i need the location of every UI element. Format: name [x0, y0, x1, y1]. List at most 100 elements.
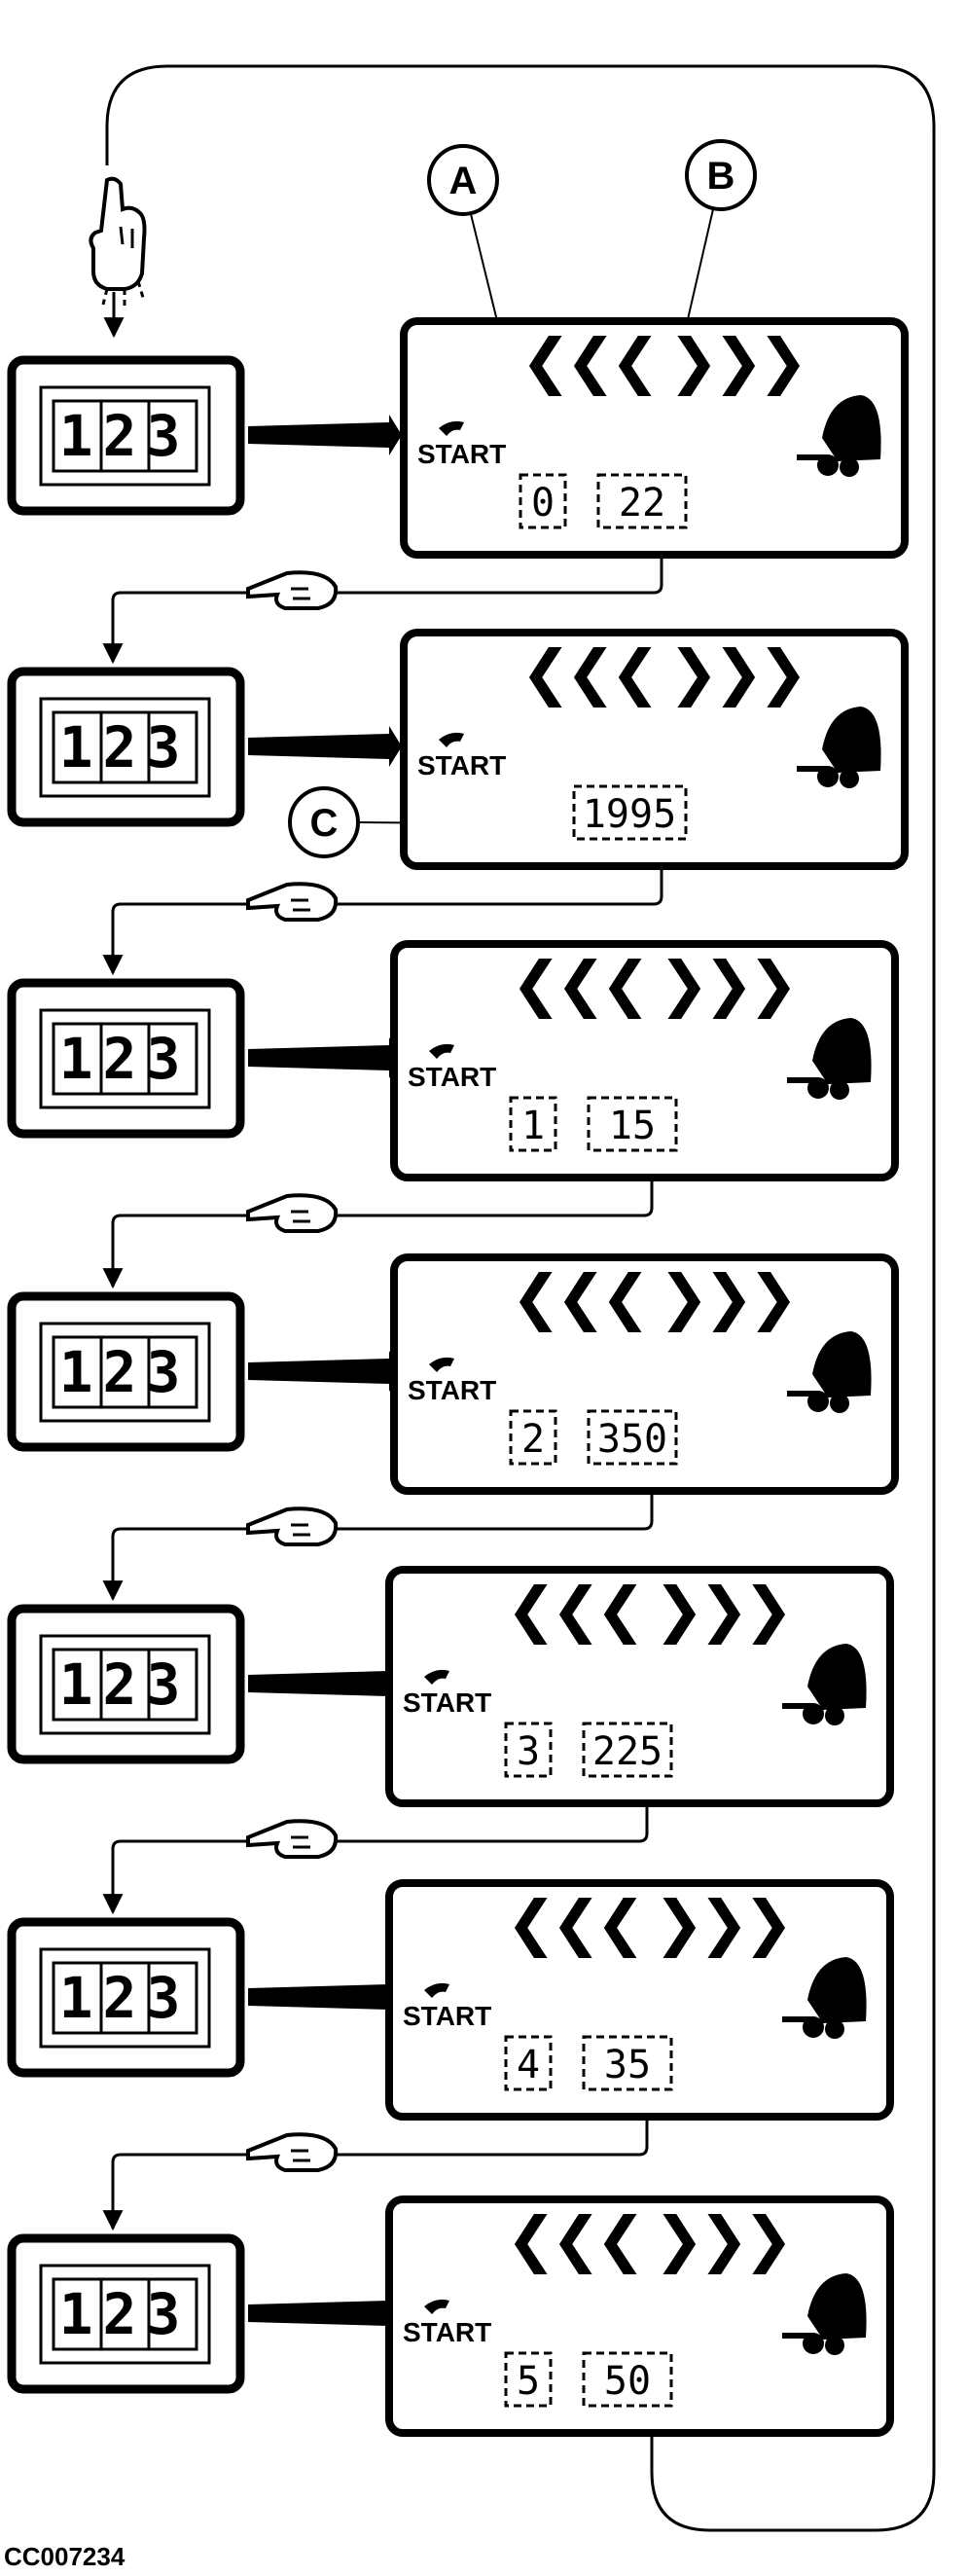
- start-hand-icon: [439, 420, 464, 436]
- pointing-hand-icon: [246, 570, 339, 610]
- loop-return-line: [105, 64, 936, 2532]
- dimmer-switch: 123: [7, 355, 245, 516]
- chevrons-right-icon: ❯❯❯: [654, 1887, 788, 1958]
- right-value-box: [582, 2035, 673, 2091]
- right-value: 22: [619, 481, 665, 526]
- baler-icon: [797, 395, 881, 477]
- dimmer-display-value: 123: [59, 2281, 191, 2347]
- step-connector: [102, 2121, 649, 2231]
- baler-icon: [782, 1957, 867, 2039]
- dimmer-display-value: 123: [59, 1965, 191, 2031]
- baler-icon: [787, 1331, 872, 1413]
- chevrons-right-icon: ❯❯❯: [654, 2203, 788, 2274]
- left-value-box: [504, 2351, 553, 2408]
- left-value: 1: [521, 1104, 545, 1148]
- flow-arrow: [248, 726, 402, 767]
- start-label: START: [403, 2001, 491, 2031]
- pointing-hand-icon: [246, 1819, 339, 1859]
- monitor-screen: ❮❮❮❯❯❯ START 2 350: [390, 1253, 899, 1495]
- chevrons-left-icon: ❮❮❮: [506, 1574, 640, 1645]
- procedure-step: 123 ❮❮❮❯❯❯ START 0 22: [7, 317, 909, 665]
- callout-a-circle: [427, 144, 499, 216]
- pointing-hand-icon: [246, 882, 339, 922]
- start-hand-icon: [429, 1043, 454, 1059]
- pointing-hand-icon: [246, 1506, 339, 1546]
- start-label: START: [403, 2317, 491, 2347]
- left-value: 3: [517, 1729, 540, 1774]
- start-hand-icon: [424, 1982, 449, 1998]
- step-connector: [102, 1181, 654, 1289]
- dimmer-switch: 123: [7, 1604, 245, 1764]
- start-hand-icon: [439, 732, 464, 747]
- chevrons-left-icon: ❮❮❮: [506, 2203, 640, 2274]
- flow-arrow: [248, 2293, 402, 2334]
- right-value: 35: [604, 2043, 651, 2087]
- flow-arrow: [248, 1351, 402, 1392]
- procedure-step: 123 ❮❮❮❯❯❯ START 2 350: [7, 1253, 899, 1602]
- dimmer-switch: 123: [7, 667, 245, 827]
- baler-icon: [787, 1018, 872, 1100]
- chevrons-right-icon: ❯❯❯: [654, 1574, 788, 1645]
- dimmer-display-value: 123: [59, 1339, 191, 1405]
- value-display-box: [572, 784, 688, 841]
- flow-arrow: [248, 1037, 402, 1078]
- monitor-screen: ❮❮❮❯❯❯ START 0 22: [400, 317, 909, 559]
- dimmer-display-value: 123: [59, 403, 191, 469]
- dimmer-display-value: 123: [59, 1026, 191, 1092]
- monitor-screen: ❮❮❮❯❯❯ START 5 50: [385, 2195, 894, 2437]
- dimmer-display-value: 123: [59, 1651, 191, 1718]
- dimmer-switch: 123: [7, 1917, 245, 2078]
- right-value: 225: [592, 1729, 663, 1774]
- right-value-box: [587, 1409, 678, 1466]
- left-value: 2: [521, 1417, 545, 1462]
- right-value-box: [582, 1722, 673, 1778]
- left-value: 4: [517, 2043, 540, 2087]
- start-label: START: [408, 1375, 496, 1405]
- chevrons-left-icon: ❮❮❮: [511, 1261, 645, 1332]
- baler-icon: [797, 707, 881, 788]
- procedure-step: 123 ❮❮❮❯❯❯ START 1995: [7, 629, 909, 976]
- chevrons-right-icon: ❯❯❯: [668, 636, 803, 707]
- right-value: 50: [604, 2359, 651, 2404]
- dimmer-switch: 123: [7, 978, 245, 1139]
- procedure-step: 123 ❮❮❮❯❯❯ START 4 35: [7, 1879, 894, 2231]
- right-value: 15: [609, 1104, 656, 1148]
- right-value: 350: [597, 1417, 667, 1462]
- start-label: START: [417, 439, 506, 469]
- right-value-box: [582, 2351, 673, 2408]
- pointing-hand-icon: [246, 2132, 339, 2172]
- chevrons-left-icon: ❮❮❮: [506, 1887, 640, 1958]
- callout-c-label: C: [310, 802, 339, 845]
- chevrons-left-icon: ❮❮❮: [520, 325, 655, 396]
- left-value-box: [509, 1096, 557, 1152]
- right-value-box: [596, 473, 688, 529]
- callout-a-label: A: [449, 160, 478, 202]
- chevrons-right-icon: ❯❯❯: [659, 1261, 793, 1332]
- left-value: 0: [531, 481, 555, 526]
- chevrons-left-icon: ❮❮❮: [511, 948, 645, 1019]
- dimmer-display-value: 123: [59, 714, 191, 780]
- left-value-box: [504, 1722, 553, 1778]
- chevrons-left-icon: ❮❮❮: [520, 636, 655, 707]
- value-display: 1995: [583, 792, 676, 837]
- start-label: START: [417, 750, 506, 780]
- flow-arrow: [248, 1663, 402, 1704]
- flow-arrow: [248, 1977, 402, 2017]
- dimmer-switch: 123: [7, 2233, 245, 2394]
- figure-id: CC007234: [4, 2542, 125, 2571]
- monitor-screen: ❮❮❮❯❯❯ START 4 35: [385, 1879, 894, 2121]
- pointing-hand-icon: [246, 1193, 339, 1233]
- chevrons-right-icon: ❯❯❯: [668, 325, 803, 396]
- step-connector: [102, 1807, 649, 1915]
- flow-arrow: [248, 415, 402, 455]
- start-hand-icon: [424, 2299, 449, 2314]
- left-value: 5: [517, 2359, 540, 2404]
- start-label: START: [408, 1062, 496, 1092]
- start-hand-icon: [429, 1357, 454, 1372]
